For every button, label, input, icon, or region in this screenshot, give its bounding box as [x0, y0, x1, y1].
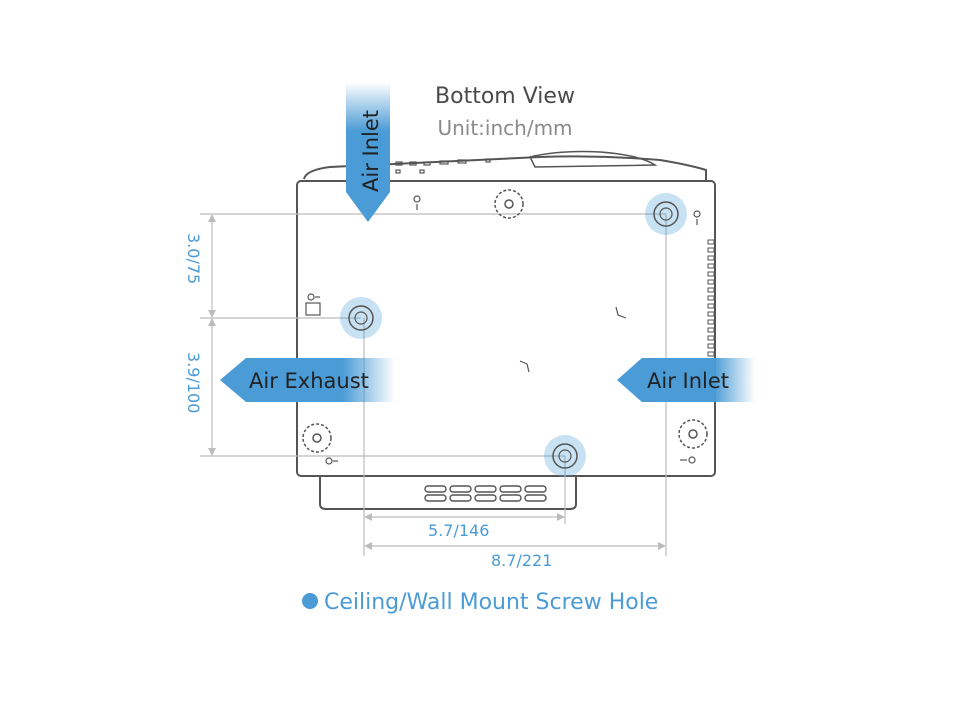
air-inlet-right-label: Air Inlet: [647, 369, 729, 393]
lens-housing: [528, 150, 658, 168]
projector-outline: [296, 180, 716, 477]
base-vents: [424, 485, 547, 502]
air-exhaust-arrow: Air Exhaust: [220, 358, 395, 402]
mount-hole-top-right: [645, 193, 687, 235]
mount-hole-left: [340, 297, 382, 339]
diagram-subtitle: Unit:inch/mm: [437, 116, 573, 140]
legend-dot-icon: [302, 593, 318, 609]
top-edge-slots: [395, 158, 491, 174]
mount-screw-holes: [340, 193, 687, 477]
dim-label-v-upper: 3.0/75: [184, 233, 203, 284]
right-side-grille: [707, 239, 715, 357]
dim-label-v-lower: 3.9/100: [184, 352, 203, 413]
projector-foot-base: [319, 476, 577, 510]
mount-hole-bottom: [544, 435, 586, 477]
foot-bottom-right: [678, 419, 708, 449]
legend: Ceiling/Wall Mount Screw Hole: [302, 590, 658, 615]
foot-top-center: [494, 189, 524, 219]
air-inlet-right-arrow: Air Inlet: [617, 358, 755, 402]
foot-bottom-left: [302, 423, 332, 453]
projector-body: [296, 150, 716, 510]
dim-label-h-short: 5.7/146: [428, 521, 489, 540]
projector-top-lip: [303, 155, 707, 180]
dim-label-h-long: 8.7/221: [491, 551, 552, 570]
diagram-title: Bottom View: [435, 84, 575, 109]
air-exhaust-label: Air Exhaust: [249, 369, 369, 393]
air-inlet-top-label: Air Inlet: [359, 110, 383, 192]
adjustable-feet: [302, 189, 708, 453]
dimension-lines: [200, 213, 667, 556]
dimension-arrowheads: [208, 214, 666, 550]
legend-label: Ceiling/Wall Mount Screw Hole: [324, 590, 659, 615]
air-inlet-top-arrow: Air Inlet: [346, 82, 390, 222]
body-markers: [305, 195, 701, 465]
